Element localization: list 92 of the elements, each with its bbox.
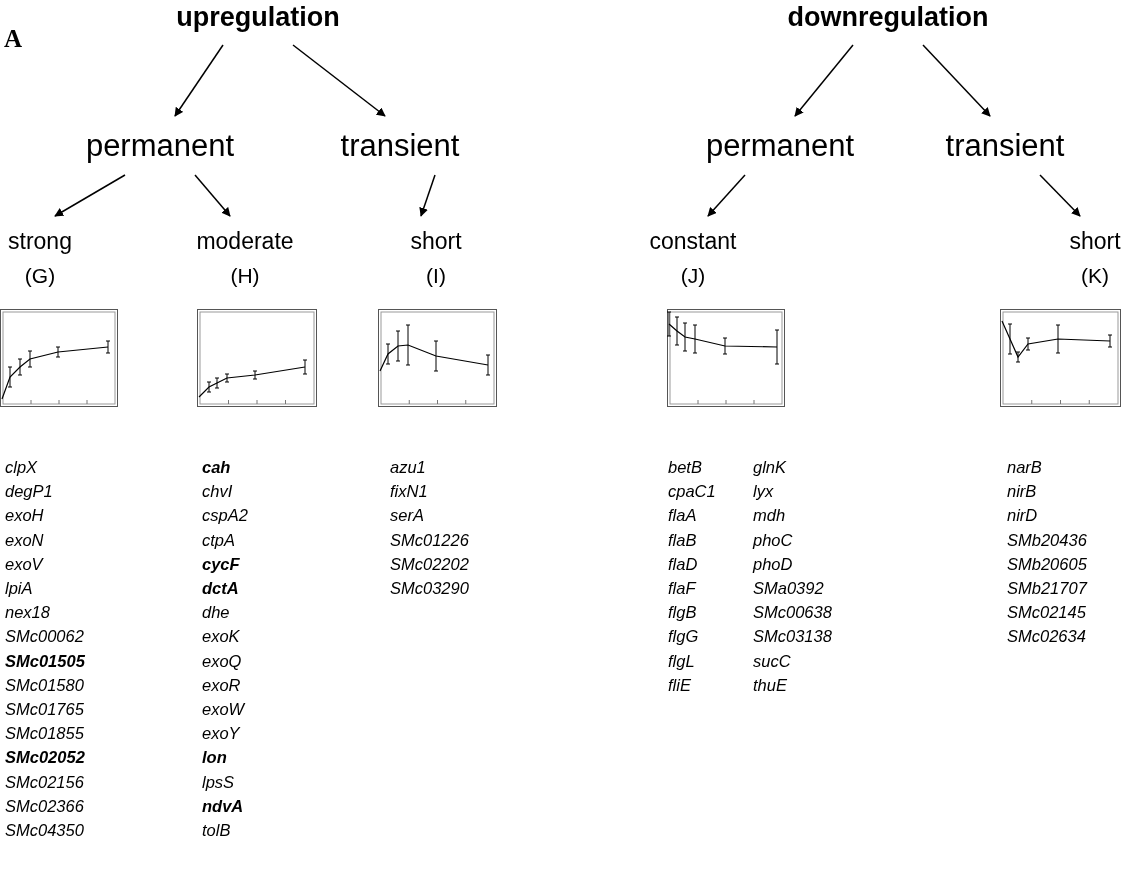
- gene-name: SMc00638: [753, 602, 833, 624]
- gene-name: SMc00062: [5, 626, 85, 648]
- gene-name: exoH: [5, 505, 45, 527]
- gene-name: SMc03290: [390, 578, 469, 599]
- gene-name: degP1: [5, 481, 54, 503]
- gene-name: exoN: [5, 529, 45, 551]
- gene-name: ndvA: [202, 795, 245, 817]
- gene-name: chvI: [202, 481, 234, 503]
- gene-name: SMc01226: [390, 529, 469, 551]
- gene-name: exoK: [202, 626, 241, 648]
- subcategory-label: permanent: [85, 130, 235, 161]
- group-letter: (H): [230, 265, 260, 286]
- gene-name: cspA2: [202, 505, 248, 527]
- gene-name: SMc01765: [5, 699, 85, 721]
- group-letter: (K): [1081, 265, 1109, 286]
- arrow: [707, 174, 746, 217]
- arrow: [54, 174, 126, 217]
- gene-name: sucC: [753, 650, 792, 672]
- gene-name: exoY: [202, 723, 241, 745]
- gene-name: phoD: [753, 553, 794, 575]
- pattern-label: constant: [649, 230, 737, 253]
- gene-name: dctA: [202, 578, 240, 599]
- gene-name: fliE: [668, 674, 692, 696]
- gene-name: azu1: [390, 457, 427, 478]
- arrow: [1039, 174, 1081, 217]
- gene-name: exoV: [5, 553, 45, 575]
- gene-name: cpaC1: [668, 481, 717, 503]
- gene-name: exoQ: [202, 650, 243, 672]
- subcategory-label: transient: [340, 130, 460, 161]
- gene-name: flgB: [668, 602, 698, 624]
- subcategory-label: transient: [945, 130, 1065, 161]
- gene-name: flgL: [668, 650, 696, 672]
- gene-name: SMc02052: [5, 747, 85, 769]
- category-heading: upregulation: [176, 4, 340, 31]
- subcategory-label: permanent: [705, 130, 855, 161]
- gene-name: flgG: [668, 626, 700, 648]
- gene-name: flaB: [668, 529, 698, 551]
- gene-name: SMc02366: [5, 795, 85, 817]
- gene-name: SMc02202: [390, 553, 469, 575]
- arrow: [174, 44, 224, 117]
- arrow: [922, 44, 991, 117]
- pattern-label: moderate: [196, 230, 294, 253]
- gene-name: SMc01580: [5, 674, 85, 696]
- gene-name: clpX: [5, 457, 39, 478]
- gene-name: flaD: [668, 553, 699, 575]
- gene-name: mdh: [753, 505, 787, 527]
- gene-name: nirD: [1007, 505, 1039, 527]
- gene-name: phoC: [753, 529, 794, 551]
- arrow: [292, 44, 386, 117]
- gene-name: ctpA: [202, 529, 237, 551]
- gene-name: exoR: [202, 674, 242, 696]
- pattern-label: short: [1069, 230, 1121, 253]
- gene-name: SMc04350: [5, 820, 85, 842]
- gene-name: dhe: [202, 602, 231, 624]
- gene-name: flaA: [668, 505, 698, 527]
- gene-name: nirB: [1007, 481, 1038, 503]
- gene-name: SMc02145: [1007, 602, 1087, 624]
- panel-letter: A: [4, 26, 23, 51]
- gene-name: SMc02156: [5, 771, 85, 793]
- gene-name: SMb21707: [1007, 578, 1087, 599]
- gene-name: betB: [668, 457, 703, 478]
- gene-name: nex18: [5, 602, 51, 624]
- gene-name: narB: [1007, 457, 1043, 478]
- gene-name: SMa0392: [753, 578, 825, 599]
- gene-name: lpsS: [202, 771, 236, 793]
- gene-name: SMc01505: [5, 650, 85, 672]
- arrow: [794, 44, 854, 117]
- gene-name: serA: [390, 505, 425, 527]
- gene-name: SMb20436: [1007, 529, 1087, 551]
- gene-name: exoW: [202, 699, 246, 721]
- gene-name: lon: [202, 747, 228, 769]
- gene-name: fixN1: [390, 481, 429, 503]
- pattern-label: strong: [8, 230, 72, 253]
- gene-name: SMc02634: [1007, 626, 1087, 648]
- gene-name: cah: [202, 457, 232, 478]
- pattern-label: short: [410, 230, 462, 253]
- gene-name: cycF: [202, 553, 241, 575]
- group-letter: (G): [24, 265, 56, 286]
- gene-name: lpiA: [5, 578, 34, 599]
- group-letter: (J): [680, 265, 706, 286]
- gene-name: glnK: [753, 457, 788, 478]
- gene-name: SMc03138: [753, 626, 833, 648]
- gene-name: SMb20605: [1007, 553, 1087, 575]
- gene-name: SMc01855: [5, 723, 85, 745]
- group-letter: (I): [426, 265, 446, 286]
- gene-name: flaF: [668, 578, 698, 599]
- arrow: [194, 174, 231, 217]
- gene-name: tolB: [202, 820, 232, 842]
- arrow: [419, 174, 436, 217]
- gene-name: thuE: [753, 674, 788, 696]
- gene-name: lyx: [753, 481, 775, 503]
- category-heading: downregulation: [787, 4, 989, 31]
